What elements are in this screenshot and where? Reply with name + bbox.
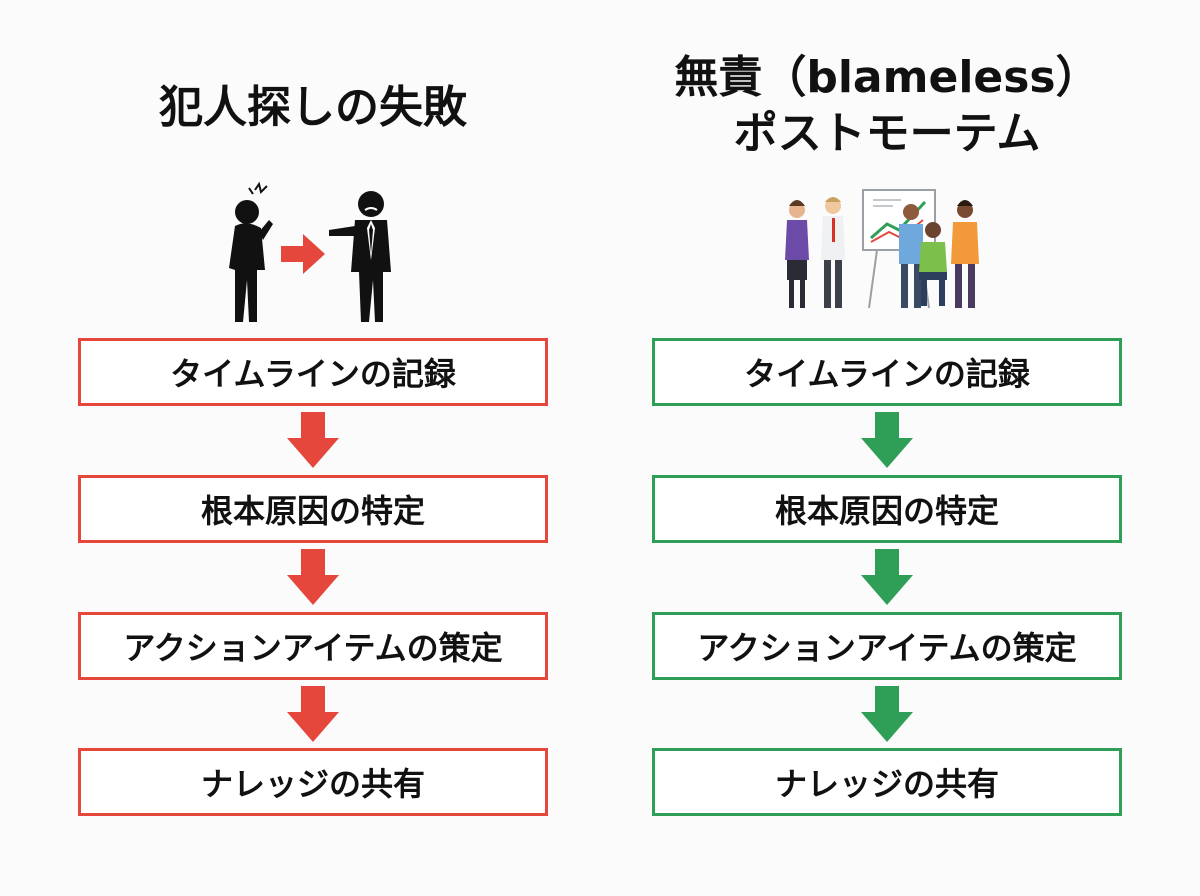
- blame-column: 犯人探しの失敗: [78, 0, 548, 896]
- green-down-arrow-icon: [861, 412, 913, 468]
- red-down-arrow-icon: [287, 412, 339, 468]
- blame-column-title: 犯人探しの失敗: [159, 82, 467, 133]
- blameless-column: 無責（blameless） ポストモーテム: [652, 0, 1122, 896]
- green-down-arrow-icon: [861, 686, 913, 742]
- blameless-step-knowledge-sharing: ナレッジの共有: [652, 748, 1122, 816]
- blameless-step-root-cause: 根本原因の特定: [652, 475, 1122, 543]
- blameless-column-title: 無責（blameless） ポストモーテム: [674, 52, 1100, 159]
- blame-illustration: [78, 180, 548, 325]
- blame-step-action-items: アクションアイテムの策定: [78, 612, 548, 680]
- red-down-arrow-icon: [287, 549, 339, 605]
- red-down-arrow-icon: [287, 686, 339, 742]
- blame-people-icon: [229, 181, 391, 322]
- blameless-illustration: [652, 180, 1122, 325]
- blame-step-timeline: タイムラインの記録: [78, 338, 548, 406]
- blameless-step-action-items: アクションアイテムの策定: [652, 612, 1122, 680]
- blameless-step-timeline: タイムラインの記録: [652, 338, 1122, 406]
- green-down-arrow-icon: [861, 549, 913, 605]
- blame-step-knowledge-sharing: ナレッジの共有: [78, 748, 548, 816]
- blame-step-root-cause: 根本原因の特定: [78, 475, 548, 543]
- team-discussion-icon: [785, 189, 979, 309]
